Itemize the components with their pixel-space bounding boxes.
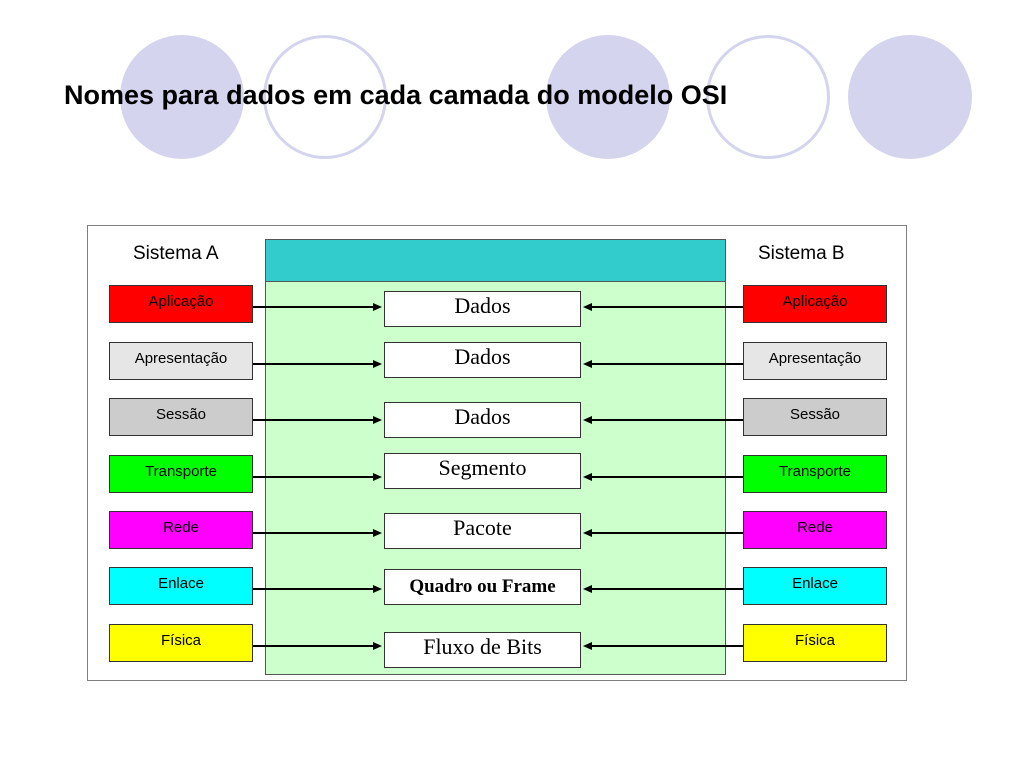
- system-a-layer-enlace: Enlace: [109, 567, 253, 605]
- arrowhead-a-transporte: [373, 473, 382, 481]
- arrows-layer: [249, 303, 745, 650]
- arrowhead-a-rede: [373, 529, 382, 537]
- data-unit-aplicacao: Dados: [384, 291, 581, 327]
- system-a-layer-transporte: Transporte: [109, 455, 253, 493]
- arrowhead-a-sessao: [373, 416, 382, 424]
- system-b-layer-fisica: Física: [743, 624, 887, 662]
- system-a-layer-fisica: Física: [109, 624, 253, 662]
- data-unit-apresentacao: Dados: [384, 342, 581, 378]
- data-unit-sessao: Dados: [384, 402, 581, 438]
- arrowhead-b-fisica: [583, 642, 592, 650]
- decor-circle-2: [263, 35, 387, 159]
- arrowhead-b-transporte: [583, 473, 592, 481]
- system-a-layer-sessao: Sessão: [109, 398, 253, 436]
- system-a-layer-aplicacao: Aplicação: [109, 285, 253, 323]
- arrowhead-a-apresentacao: [373, 360, 382, 368]
- data-unit-enlace: Quadro ou Frame: [384, 569, 581, 605]
- system-a-layer-rede: Rede: [109, 511, 253, 549]
- arrowhead-a-enlace: [373, 585, 382, 593]
- arrowhead-b-apresentacao: [583, 360, 592, 368]
- system-b-layer-apresentacao: Apresentação: [743, 342, 887, 380]
- arrowhead-b-rede: [583, 529, 592, 537]
- system-b-label: Sistema B: [758, 243, 845, 264]
- system-b-layer-aplicacao: Aplicação: [743, 285, 887, 323]
- data-unit-rede: Pacote: [384, 513, 581, 549]
- decor-circle-5: [848, 35, 972, 159]
- system-a-label: Sistema A: [133, 243, 219, 264]
- arrowhead-b-enlace: [583, 585, 592, 593]
- arrowhead-a-fisica: [373, 642, 382, 650]
- data-unit-transporte: Segmento: [384, 453, 581, 489]
- system-b-layer-enlace: Enlace: [743, 567, 887, 605]
- decor-circle-1: [120, 35, 244, 159]
- slide-title: Nomes para dados em cada camada do model…: [64, 80, 728, 110]
- system-b-layer-sessao: Sessão: [743, 398, 887, 436]
- system-a-layer-apresentacao: Apresentação: [109, 342, 253, 380]
- decor-circle-3: [546, 35, 670, 159]
- system-b-layer-transporte: Transporte: [743, 455, 887, 493]
- arrowhead-b-aplicacao: [583, 303, 592, 311]
- system-b-layer-rede: Rede: [743, 511, 887, 549]
- arrowhead-a-aplicacao: [373, 303, 382, 311]
- data-units-panel-header: [266, 240, 725, 282]
- data-unit-fisica: Fluxo de Bits: [384, 632, 581, 668]
- arrowhead-b-sessao: [583, 416, 592, 424]
- decor-circle-4: [706, 35, 830, 159]
